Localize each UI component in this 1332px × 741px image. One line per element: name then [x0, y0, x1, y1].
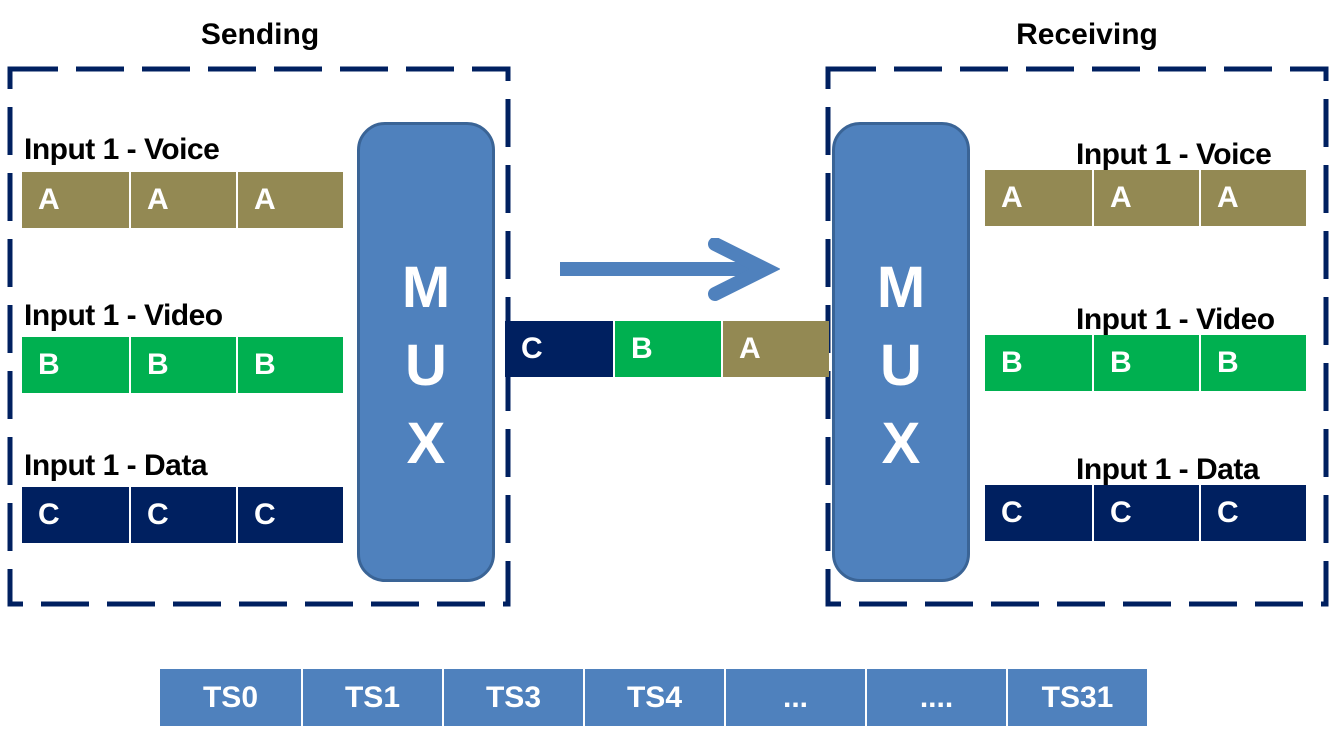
multiplexed-stream: C B A	[505, 321, 829, 377]
data-cell: C	[236, 487, 343, 543]
receiving-title: Receiving	[1016, 18, 1158, 51]
mux-letter: U	[405, 333, 447, 398]
receiving-output-data-label: Input 1 - Data	[1076, 453, 1260, 486]
video-cell: B	[22, 337, 129, 393]
mux-letter: M	[876, 255, 926, 320]
data-cell: C	[1199, 485, 1306, 541]
timeslot-cell: ....	[865, 669, 1006, 726]
receiving-video-row: B B B	[985, 335, 1306, 391]
mux-letter: M	[401, 255, 451, 320]
timeslot-cell: ...	[724, 669, 865, 726]
timeslot-cell: TS4	[583, 669, 724, 726]
sending-voice-row: A A A	[22, 172, 343, 228]
stream-cell-data: C	[505, 321, 613, 377]
receiving-voice-row: A A A	[985, 170, 1306, 226]
video-cell: B	[1199, 335, 1306, 391]
receiving-output-voice-label: Input 1 - Voice	[1076, 138, 1272, 171]
video-cell: B	[129, 337, 236, 393]
mux-letter: U	[880, 333, 922, 398]
data-cell: C	[22, 487, 129, 543]
sending-input-video-label: Input 1 - Video	[24, 299, 223, 332]
sending-mux-block: M U X	[357, 122, 495, 582]
stream-cell-video: B	[613, 321, 721, 377]
voice-cell: A	[129, 172, 236, 228]
sending-video-row: B B B	[22, 337, 343, 393]
voice-cell: A	[985, 170, 1092, 226]
voice-cell: A	[22, 172, 129, 228]
sending-data-row: C C C	[22, 487, 343, 543]
data-cell: C	[1092, 485, 1199, 541]
data-cell: C	[985, 485, 1092, 541]
voice-cell: A	[236, 172, 343, 228]
receiving-output-video-label: Input 1 - Video	[1076, 303, 1275, 336]
video-cell: B	[1092, 335, 1199, 391]
sending-input-data-label: Input 1 - Data	[24, 449, 208, 482]
sending-title: Sending	[200, 18, 320, 51]
data-cell: C	[129, 487, 236, 543]
mux-letter: X	[881, 411, 921, 476]
mux-letter: X	[406, 411, 446, 476]
timeslot-cell: TS0	[160, 669, 301, 726]
timeslot-bar: TS0 TS1 TS3 TS4 ... .... TS31	[160, 669, 1147, 726]
stream-cell-voice: A	[721, 321, 829, 377]
voice-cell: A	[1092, 170, 1199, 226]
video-cell: B	[236, 337, 343, 393]
voice-cell: A	[1199, 170, 1306, 226]
receiving-mux-block: M U X	[832, 122, 970, 582]
timeslot-cell: TS31	[1006, 669, 1147, 726]
sending-input-voice-label: Input 1 - Voice	[24, 133, 220, 166]
timeslot-cell: TS1	[301, 669, 442, 726]
timeslot-cell: TS3	[442, 669, 583, 726]
video-cell: B	[985, 335, 1092, 391]
receiving-data-row: C C C	[985, 485, 1306, 541]
arrow-right-icon	[560, 238, 780, 301]
